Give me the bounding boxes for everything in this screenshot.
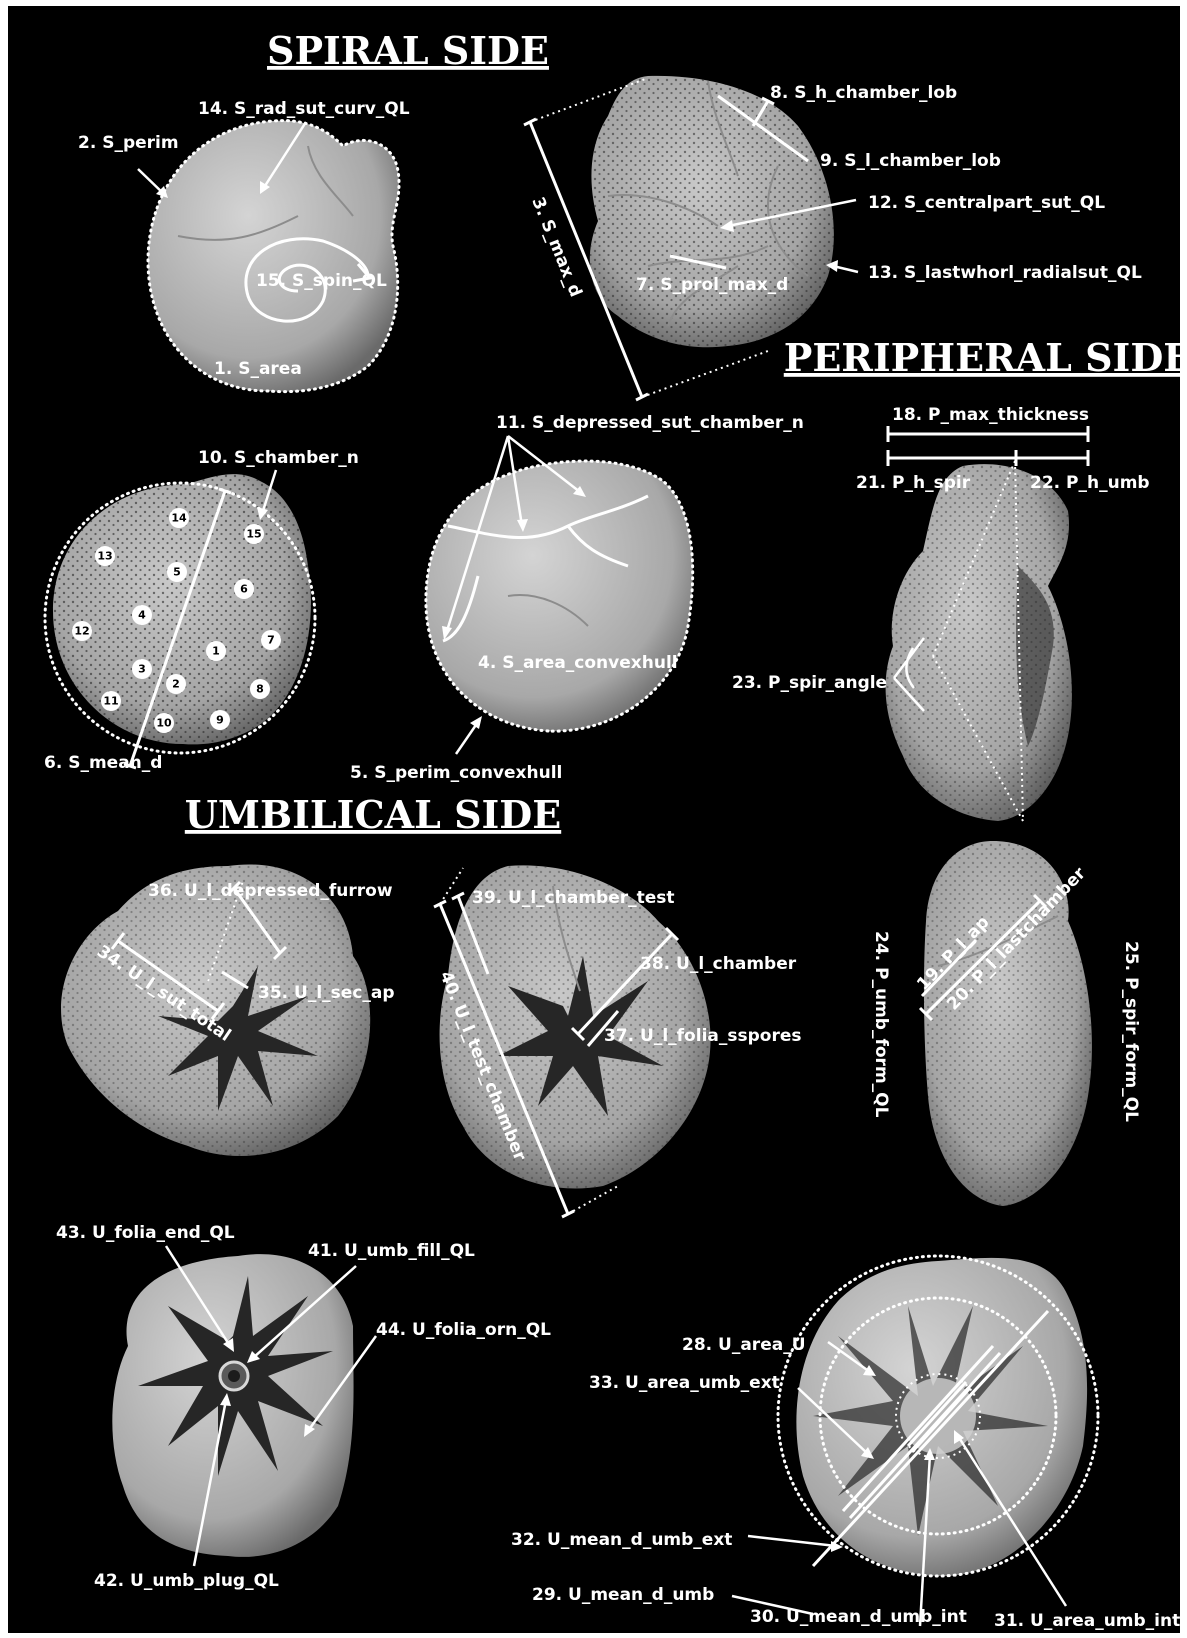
- specimen-peripheral-thickness: [886, 461, 1072, 821]
- label-u-mean-d-umb-ext: 32. U_mean_d_umb_ext: [511, 1530, 732, 1550]
- chamber-marker-8: 8: [256, 683, 264, 696]
- label-p-spir-form-ql: 25. P_spir_form_QL: [1121, 941, 1141, 1122]
- label-s-area-convexhull: 4. S_area_convexhull: [478, 653, 678, 673]
- label-p-h-umb: 22. P_h_umb: [1030, 473, 1150, 493]
- spiral-side-heading: SPIRAL SIDE: [267, 28, 549, 73]
- arrow-u-mean-d-umb-ext: [748, 1536, 836, 1546]
- chamber-marker-7: 7: [267, 634, 275, 647]
- label-u-area-umb-int: 31. U_area_umb_int: [994, 1611, 1180, 1631]
- chamber-marker-11: 11: [103, 695, 118, 708]
- label-u-mean-d-umb-int: 30. U_mean_d_umb_int: [750, 1607, 967, 1627]
- label-u-folia-end-ql: 43. U_folia_end_QL: [56, 1223, 235, 1243]
- label-s-centralpart-sut-ql: 12. S_centralpart_sut_QL: [868, 193, 1105, 213]
- label-s-depressed-sut-chamber-n: 11. S_depressed_sut_chamber_n: [496, 413, 804, 433]
- specimen-spiral-convexhull: [426, 461, 693, 731]
- chamber-marker-5: 5: [173, 566, 181, 579]
- label-s-area: 1. S_area: [214, 359, 302, 379]
- chamber-marker-3: 3: [138, 663, 146, 676]
- label-u-l-sec-ap: 35. U_l_sec_ap: [258, 983, 395, 1003]
- label-p-umb-form-ql: 24. P_umb_form_QL: [871, 931, 891, 1118]
- chamber-marker-15: 15: [246, 528, 261, 541]
- label-s-chamber-n: 10. S_chamber_n: [198, 448, 359, 468]
- specimen-spiral-area: [148, 121, 399, 392]
- label-s-lastwhorl-radialsut-ql: 13. S_lastwhorl_radialsut_QL: [868, 263, 1142, 283]
- label-u-l-chamber: 38. U_l_chamber: [640, 954, 797, 974]
- label-s-perim: 2. S_perim: [78, 133, 179, 153]
- chamber-marker-13: 13: [97, 550, 112, 563]
- label-s-spin-ql: 15. S_spin_QL: [256, 271, 387, 291]
- label-p-max-thickness: 18. P_max_thickness: [892, 405, 1089, 425]
- label-u-l-folia-sspores: 37. U_l_folia_sspores: [604, 1026, 801, 1046]
- umbilical-side-heading: UMBILICAL SIDE: [185, 792, 561, 837]
- label-p-spir-angle: 23. P_spir_angle: [732, 673, 887, 693]
- label-u-l-depressed-furrow: 36. U_l_depressed_furrow: [148, 881, 393, 901]
- chamber-marker-1: 1: [212, 645, 220, 658]
- chamber-marker-9: 9: [216, 714, 224, 727]
- arrow-s-perim-convexhull: [456, 722, 478, 754]
- label-u-umb-fill-ql: 41. U_umb_fill_QL: [308, 1241, 475, 1261]
- label-s-prol-max-d: 7. S_prol_max_d: [636, 275, 788, 295]
- figure-plate: SPIRAL SIDE PERIPHERAL SIDE UMBILICAL SI…: [8, 6, 1180, 1633]
- chamber-marker-6: 6: [240, 583, 248, 596]
- label-u-area-umb-ext: 33. U_area_umb_ext: [589, 1373, 780, 1393]
- label-s-max-d: 3. S_max_d: [527, 194, 585, 300]
- label-u-folia-orn-ql: 44. U_folia_orn_QL: [376, 1320, 551, 1340]
- label-u-umb-plug-ql: 42. U_umb_plug_QL: [94, 1571, 279, 1591]
- label-s-rad-sut-curv-ql: 14. S_rad_sut_curv_QL: [198, 99, 410, 119]
- chamber-marker-12: 12: [74, 625, 89, 638]
- label-s-l-chamber-lob: 9. S_l_chamber_lob: [820, 151, 1001, 171]
- chamber-marker-2: 2: [172, 678, 180, 691]
- label-s-mean-d: 6. S_mean_d: [44, 753, 162, 773]
- label-u-area-u: 28. U_area_U: [682, 1335, 806, 1355]
- chamber-marker-4: 4: [138, 609, 146, 622]
- label-u-mean-d-umb: 29. U_mean_d_umb: [532, 1585, 714, 1605]
- label-p-h-spir: 21. P_h_spir: [856, 473, 971, 493]
- label-s-h-chamber-lob: 8. S_h_chamber_lob: [770, 83, 957, 103]
- specimen-spiral-chambers: 1 2 3 4 5 6 7 8 9 10 11 12 13 14 15: [45, 474, 315, 753]
- morphometrics-diagram: SPIRAL SIDE PERIPHERAL SIDE UMBILICAL SI…: [8, 6, 1180, 1633]
- peripheral-side-heading: PERIPHERAL SIDE: [784, 335, 1180, 380]
- chamber-marker-14: 14: [171, 512, 187, 525]
- chamber-marker-10: 10: [156, 717, 172, 730]
- label-s-perim-convexhull: 5. S_perim_convexhull: [350, 763, 562, 783]
- label-u-l-chamber-test: 39. U_l_chamber_test: [472, 888, 675, 908]
